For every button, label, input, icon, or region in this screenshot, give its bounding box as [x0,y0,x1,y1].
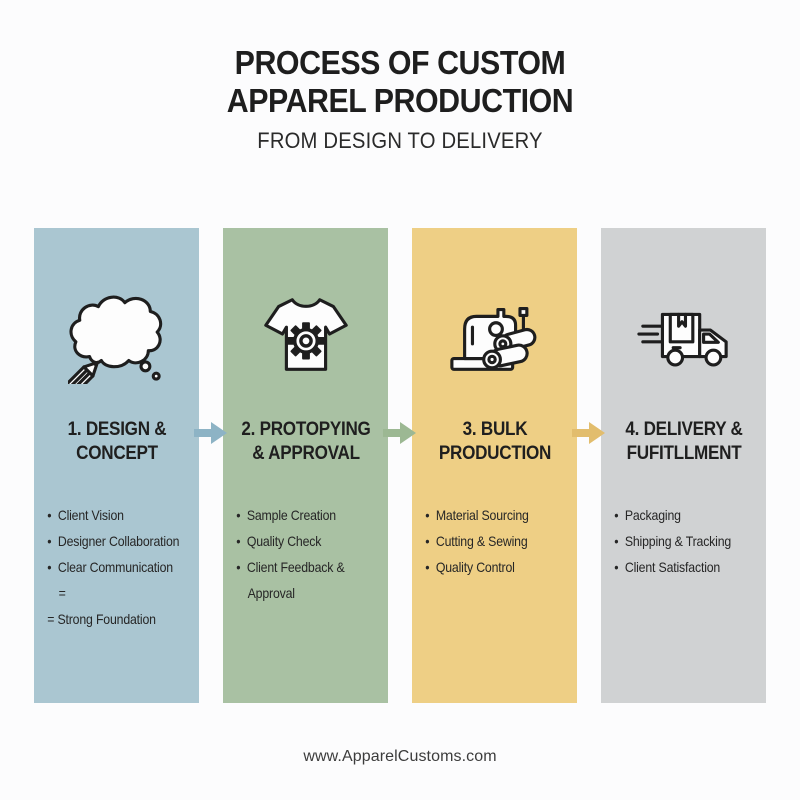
bullet-item: Material Sourcing [425,502,558,528]
bullet-item: = Strong Foundation [47,611,156,627]
arrow-right-icon [383,422,416,444]
delivery-truck-icon [636,312,728,367]
website-url: www.ApparelCustoms.com [303,748,497,765]
step-icon-wrap [634,284,734,386]
process-steps: 1. DESIGN & CONCEPT Client VisionDesigne… [0,228,800,703]
bullet-item: Shipping & Tracking [614,528,747,554]
tshirt-gear-icon [263,298,348,371]
page-subtitle: FROM DESIGN TO DELIVERY [257,128,543,153]
bullet-item: Clear Communication = [47,554,180,606]
pencil-thought-bubble-icon [67,295,162,384]
header: PROCESS OF CUSTOM APPAREL PRODUCTION FRO… [0,44,800,154]
bullet-item: Designer Collaboration [47,528,180,554]
arrow-right-icon [194,422,227,444]
step-bullet-list: Client VisionDesigner CollaborationClear… [34,502,182,632]
step-column-design-concept: 1. DESIGN & CONCEPT Client VisionDesigne… [34,228,199,703]
step-icon-wrap [445,284,545,386]
step-column-delivery-fulfillment: 4. DELIVERY & FUFITLLMENT PackagingShipp… [601,228,766,703]
bullet-item: Quality Control [425,554,558,580]
bullet-item: Client Feedback & Approval [236,554,369,606]
bullet-item: Sample Creation [236,502,369,528]
step-icon-wrap [67,284,167,386]
step-icon-wrap [256,284,356,386]
step-bullet-list: Sample CreationQuality CheckClient Feedb… [223,502,371,606]
step-heading: 1. DESIGN & CONCEPT [67,419,166,464]
step-heading: 4. DELIVERY & FUFITLLMENT [624,419,743,464]
bullet-item: Client Vision [47,502,180,528]
page-title: PROCESS OF CUSTOM APPAREL PRODUCTION [226,44,574,119]
sewing-machine-icon [449,306,536,371]
step-column-bulk-production: 3. BULK PRODUCTION Material SourcingCutt… [412,228,577,703]
bullet-item: Packaging [614,502,747,528]
step-bullet-list: PackagingShipping & TrackingClient Satis… [601,502,749,580]
bullet-item: Quality Check [236,528,369,554]
step-heading: 2. PROTOPYING & APPROVAL [240,419,371,464]
step-heading: 3. BULK PRODUCTION [438,419,551,464]
step-column-prototyping-approval: 2. PROTOPYING & APPROVAL Sample Creation… [223,228,388,703]
bullet-item: Cutting & Sewing [425,528,558,554]
bullet-item: Client Satisfaction [614,554,747,580]
step-bullet-list: Material SourcingCutting & SewingQuality… [412,502,560,580]
arrow-right-icon [572,422,605,444]
